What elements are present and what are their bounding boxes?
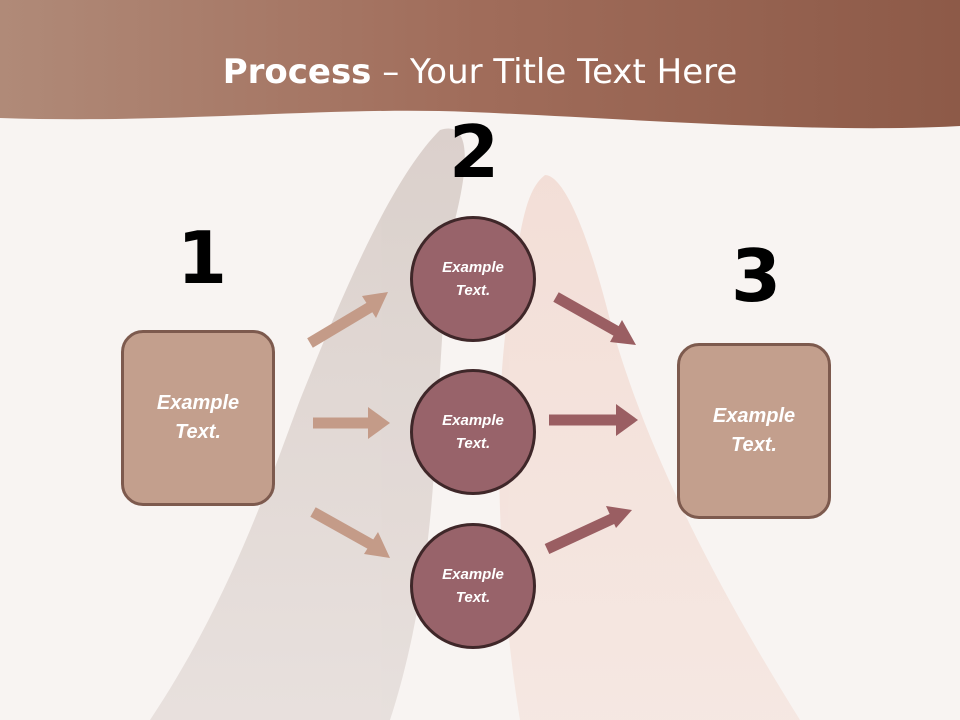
circle-top: Example Text. [410,216,536,342]
step-1-box: Example Text. [121,330,275,506]
title-bold: Process [222,52,372,92]
step-number-2: 2 [449,110,500,194]
arrows-right [544,292,638,554]
slide-title: Process – Your Title Text Here [0,52,960,92]
arrow-left-top [307,292,388,348]
circle-middle-text: Example Text. [442,412,504,452]
step-3-text: Example Text. [712,405,796,456]
circle-bottom-text: Example Text. [442,566,504,606]
header-band [0,0,960,129]
step-1-text: Example Text. [156,392,240,443]
circle-bottom: Example Text. [410,523,536,649]
arrow-right-bottom [544,506,632,554]
circle-middle: Example Text. [410,369,536,495]
step-3-box: Example Text. [677,343,831,519]
step-number-3: 3 [731,234,782,318]
step-number-1: 1 [177,216,228,300]
circle-top-text: Example Text. [442,259,504,299]
arrow-left-bottom [310,507,390,558]
title-rest: – Your Title Text Here [371,52,738,92]
arrow-right-top [553,292,636,345]
arrow-left-middle [313,407,390,439]
arrow-right-middle [549,404,638,436]
arrows-left [307,292,390,558]
